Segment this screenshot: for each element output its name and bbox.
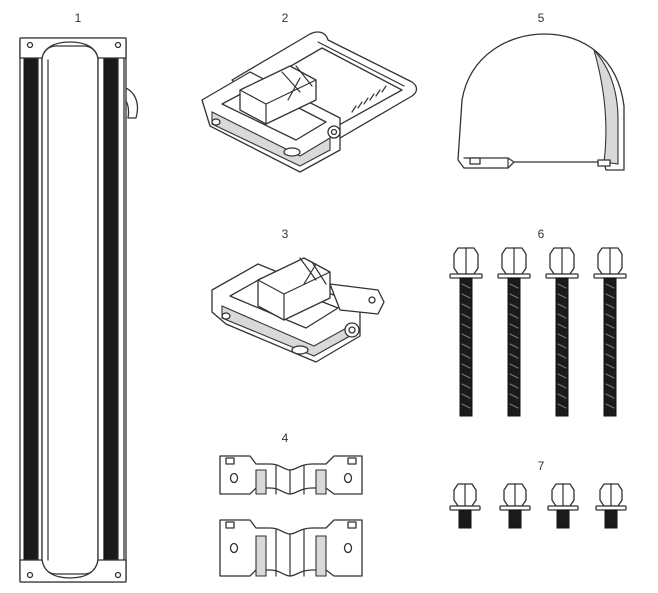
long-bolt bbox=[593, 247, 627, 417]
clamp-plates-illustration bbox=[219, 455, 363, 577]
short-bolt bbox=[449, 483, 481, 529]
part-number-4: 4 bbox=[282, 431, 289, 445]
long-bolt bbox=[545, 247, 579, 417]
top-cover-illustration bbox=[457, 33, 625, 171]
short-bolt bbox=[499, 483, 531, 529]
antenna-illustration bbox=[19, 37, 139, 583]
part-number-6: 6 bbox=[538, 227, 545, 241]
part-number-1: 1 bbox=[75, 11, 82, 25]
long-bolts-illustration bbox=[449, 247, 627, 417]
long-bolt bbox=[497, 247, 531, 417]
short-bolts-illustration bbox=[449, 483, 627, 529]
short-bolt bbox=[595, 483, 627, 529]
fixed-bracket-illustration bbox=[211, 257, 385, 363]
part-number-7: 7 bbox=[538, 459, 545, 473]
short-bolt bbox=[547, 483, 579, 529]
clamp-plate-upper bbox=[219, 455, 363, 495]
part-number-2: 2 bbox=[282, 11, 289, 25]
long-bolt bbox=[449, 247, 483, 417]
part-number-5: 5 bbox=[538, 11, 545, 25]
clamp-plate-lower bbox=[219, 519, 363, 577]
tilt-bracket-illustration bbox=[201, 31, 418, 173]
part-number-3: 3 bbox=[282, 227, 289, 241]
